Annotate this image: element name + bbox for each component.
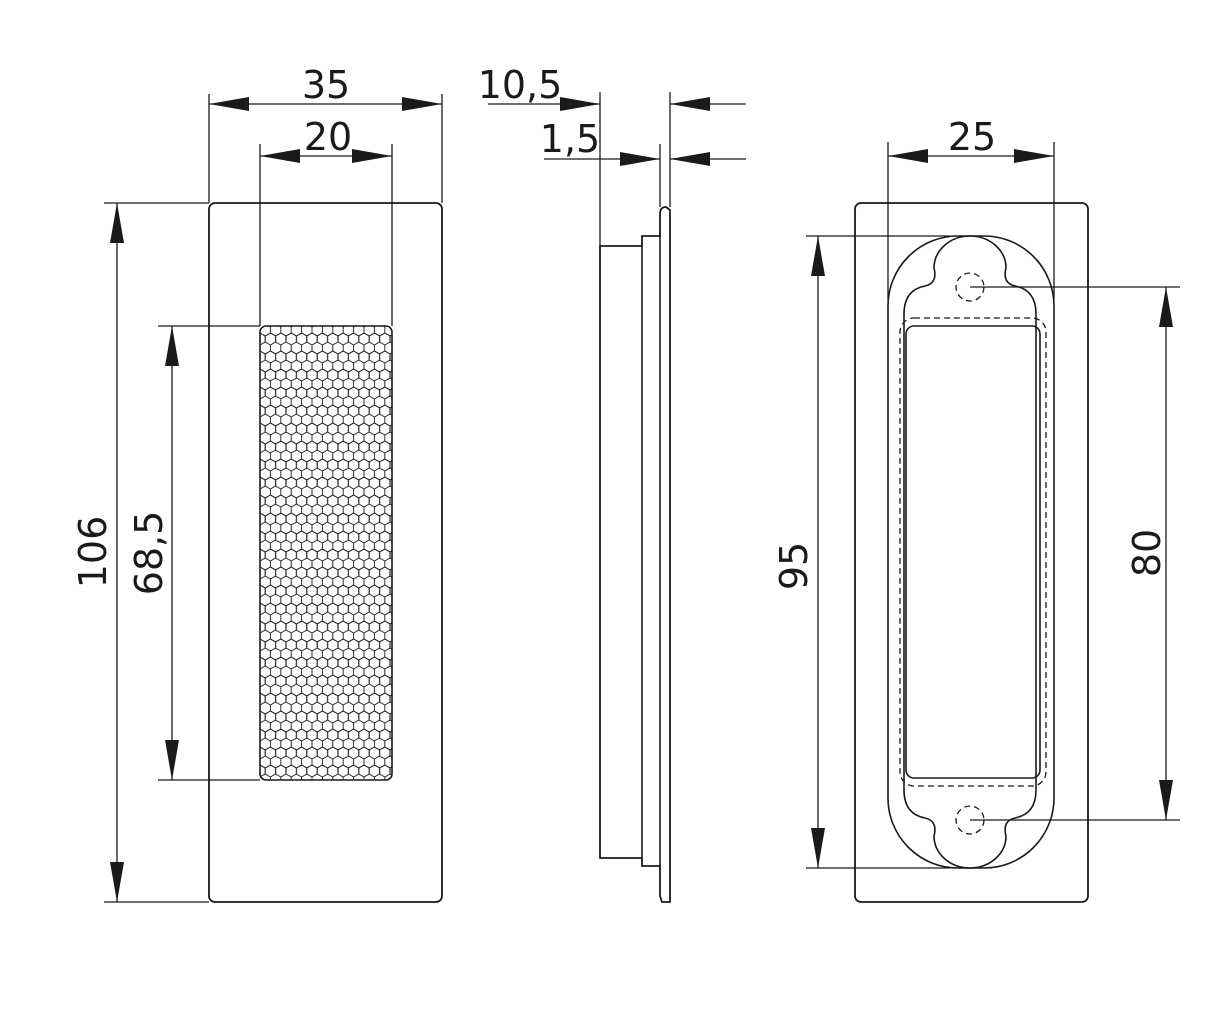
dim-label-106: 106 [71,516,115,589]
back-view: 25 95 80 [772,115,1180,903]
dim-label-95: 95 [772,542,816,590]
inner-pocket [905,325,1041,779]
back-plate [854,202,1089,903]
dim-label-1-5: 1,5 [540,117,600,161]
dim-width-recess: 25 [887,115,1055,300]
dim-label-10-5: 10,5 [478,63,563,107]
dim-label-68-5: 68,5 [127,511,171,596]
front-view: 35 20 106 68,5 [71,63,443,903]
dim-label-25: 25 [948,115,996,159]
dim-height-inner: 68,5 [127,325,260,781]
dim-label-80: 80 [1125,529,1169,577]
dim-width-outer: 35 [208,63,443,203]
dim-height-recess: 95 [772,235,950,869]
side-body [599,206,671,903]
mounting-flange [903,235,1037,869]
inner-pocket-hidden [899,317,1047,787]
dim-label-20: 20 [304,115,352,159]
dim-hole-spacing: 80 [970,286,1180,821]
dim-flange-thickness: 1,5 [540,117,746,207]
dim-height-outer: 106 [71,202,209,903]
dim-width-inner: 20 [259,115,393,326]
dim-depth-total: 10,5 [478,63,746,246]
side-view: 10,5 1,5 [478,63,746,903]
hex-grip-insert [259,325,393,781]
dim-label-35: 35 [302,63,350,107]
